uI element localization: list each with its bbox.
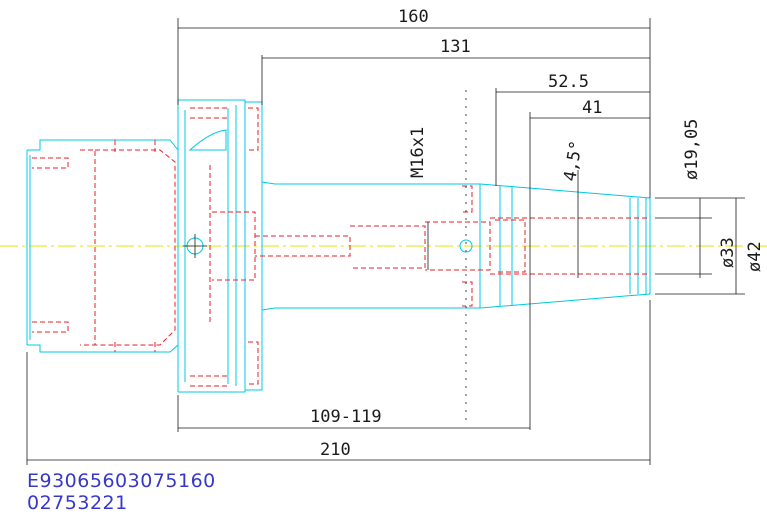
part-code-primary: E93065603075160 bbox=[27, 470, 216, 492]
dim-thread: M16x1 bbox=[408, 127, 428, 178]
bore-markers bbox=[183, 90, 473, 420]
dim-dia-a: ø19,05 bbox=[682, 119, 702, 180]
dim-angle: 4,5° bbox=[560, 139, 587, 183]
dimension-lines bbox=[26, 18, 745, 465]
dim-dia-b: ø33 bbox=[718, 237, 738, 268]
hidden-lines bbox=[32, 107, 650, 387]
part-codes: E93065603075160 02753221 bbox=[27, 470, 216, 514]
dim-overall-top: 160 bbox=[398, 7, 429, 27]
dim-overall-bottom: 210 bbox=[320, 440, 351, 460]
dim-range: 109-119 bbox=[310, 407, 382, 427]
part-code-secondary: 02753221 bbox=[27, 492, 128, 514]
dim-shank: 131 bbox=[440, 37, 471, 57]
dim-taper-b: 41 bbox=[582, 98, 602, 118]
tool-outline bbox=[26, 99, 651, 393]
dim-dia-c: ø42 bbox=[745, 241, 765, 272]
dim-taper-a: 52.5 bbox=[548, 72, 589, 92]
